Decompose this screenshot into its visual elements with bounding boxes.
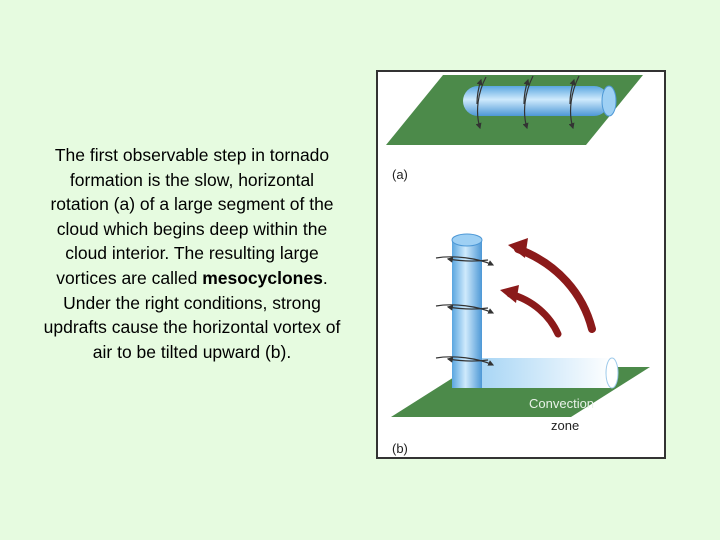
rotation-arrows-b	[435, 256, 495, 366]
label-a: (a)	[392, 167, 408, 182]
tornado-diagram: (a) Convection zone (b)	[376, 70, 666, 459]
horizontal-vortex-remnant	[482, 357, 619, 389]
description-text: The first observable step in tornado for…	[42, 143, 342, 364]
description-part-2: . Under the right conditions, strong upd…	[43, 267, 341, 362]
updraft-arrows	[500, 238, 596, 338]
tornado-diagram-svg: (a) Convection zone (b)	[386, 75, 650, 456]
description-part-1: The first observable step in tornado for…	[50, 145, 334, 288]
convection-label-line2: zone	[551, 418, 579, 433]
rotation-arrows-a	[475, 75, 580, 130]
horizontal-vortex-tube	[463, 85, 617, 117]
convection-label-line1: Convection	[529, 396, 594, 411]
mesocyclones-term: mesocyclones	[202, 267, 323, 288]
label-b: (b)	[392, 441, 408, 456]
vertical-vortex-tube	[451, 233, 483, 388]
